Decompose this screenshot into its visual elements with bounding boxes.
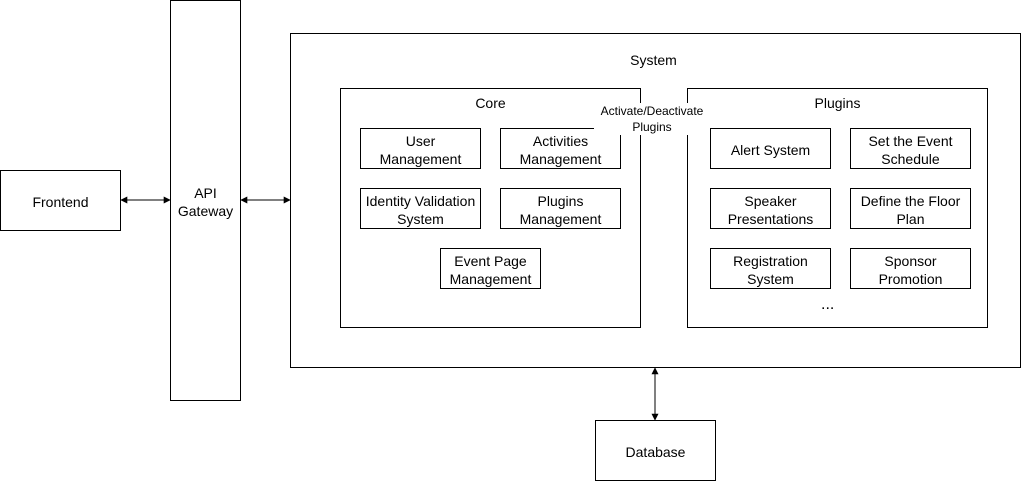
user-management-node: User Management: [360, 128, 481, 169]
frontend-node: Frontend: [0, 170, 121, 231]
alert-system-node: Alert System: [710, 128, 831, 169]
core-title: Core: [475, 95, 506, 111]
activate-deactivate-label: Activate/Deactivate Plugins: [594, 103, 710, 135]
plugins-more-ellipsis: ...: [821, 296, 835, 313]
identity-validation-node: Identity Validation System: [360, 188, 481, 229]
system-title: System: [630, 52, 677, 68]
activities-management-node: Activities Management: [500, 128, 621, 169]
speaker-presentations-node: Speaker Presentations: [710, 188, 831, 229]
plugins-title: Plugins: [814, 95, 861, 111]
database-node: Database: [595, 420, 716, 481]
set-event-schedule-node: Set the Event Schedule: [850, 128, 971, 169]
event-page-management-node: Event Page Management: [440, 248, 541, 289]
api-gateway-node: API Gateway: [170, 0, 241, 401]
define-floor-plan-node: Define the Floor Plan: [850, 188, 971, 229]
registration-system-node: Registration System: [710, 248, 831, 289]
plugins-management-node: Plugins Management: [500, 188, 621, 229]
sponsor-promotion-node: Sponsor Promotion: [850, 248, 971, 289]
